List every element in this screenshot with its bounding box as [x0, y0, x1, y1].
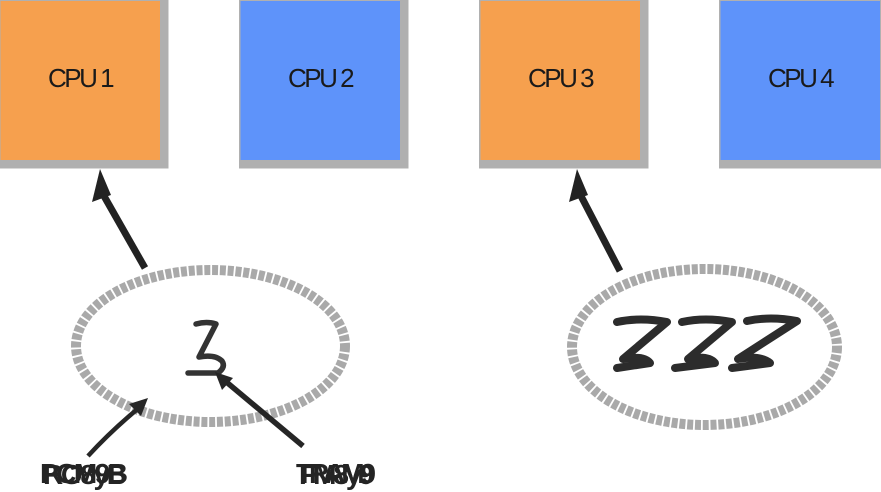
svg-text:CPU 4: CPU 4 [768, 63, 834, 93]
svg-text:PCM9B: PCM9B [40, 458, 128, 489]
svg-text:TRAM9: TRAM9 [296, 458, 376, 489]
svg-text:RO8yB: RO8yB [43, 459, 127, 490]
svg-text:FM8y9: FM8y9 [299, 459, 374, 490]
svg-text:CPU 2: CPU 2 [288, 63, 354, 93]
svg-text:CPU 3: CPU 3 [528, 63, 594, 93]
svg-text:CPU 1: CPU 1 [48, 63, 114, 93]
